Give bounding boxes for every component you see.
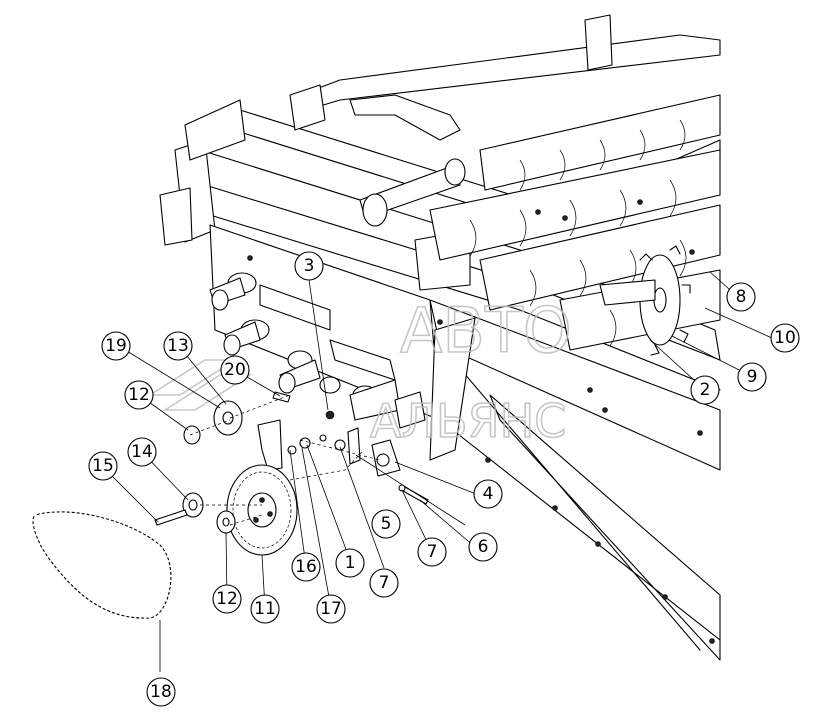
callout-9: 9 — [737, 362, 767, 392]
watermark-line1: АВТО — [400, 294, 572, 367]
svg-text:17: 17 — [320, 599, 342, 619]
callout-3: 3 — [294, 251, 324, 281]
svg-text:8: 8 — [736, 287, 747, 307]
svg-text:5: 5 — [381, 514, 392, 534]
drive-chain-18 — [32, 510, 172, 620]
callout-1: 1 — [335, 548, 365, 578]
callout-2: 2 — [690, 375, 720, 405]
svg-text:4: 4 — [483, 484, 494, 504]
callout-13: 13 — [163, 331, 193, 361]
svg-text:12: 12 — [216, 589, 238, 609]
callout-12a: 12 — [124, 380, 154, 410]
callout-15: 15 — [88, 451, 118, 481]
callouts: 3 8 10 9 2 4 5 6 7 7 1 17 16 11 12 18 15… — [88, 251, 800, 707]
svg-text:11: 11 — [254, 599, 276, 619]
callout-10: 10 — [770, 323, 800, 353]
callout-6: 6 — [468, 532, 498, 562]
callout-4: 4 — [473, 479, 503, 509]
exploded-parts — [32, 391, 429, 620]
callout-11: 11 — [250, 594, 280, 624]
callout-7b: 7 — [369, 568, 399, 598]
svg-text:20: 20 — [224, 360, 246, 380]
svg-text:1: 1 — [345, 553, 356, 573]
bolt-6 — [402, 486, 429, 505]
svg-text:10: 10 — [774, 328, 796, 348]
svg-text:3: 3 — [304, 256, 315, 276]
bearing-blocks — [209, 199, 715, 644]
svg-text:7: 7 — [379, 573, 390, 593]
callout-20: 20 — [220, 355, 250, 385]
callout-17: 17 — [316, 594, 346, 624]
washer-7 — [334, 439, 346, 451]
svg-text:6: 6 — [478, 537, 489, 557]
svg-text:14: 14 — [131, 442, 153, 462]
callout-7a: 7 — [417, 537, 447, 567]
svg-text:9: 9 — [747, 367, 758, 387]
watermark-line2: АЛЬЯНС — [370, 394, 566, 448]
sprocket-9 — [599, 245, 691, 356]
svg-text:7: 7 — [427, 542, 438, 562]
callout-19: 19 — [101, 331, 131, 361]
svg-text:12: 12 — [128, 385, 150, 405]
svg-text:13: 13 — [167, 336, 189, 356]
callout-18: 18 — [146, 677, 176, 707]
idler-sprocket-13 — [213, 400, 243, 436]
callout-12b: 12 — [212, 584, 242, 614]
callout-14: 14 — [127, 437, 157, 467]
watermark: АВТО АЛЬЯНС — [147, 293, 572, 449]
rollers — [349, 94, 721, 351]
svg-text:16: 16 — [295, 557, 317, 577]
callout-8: 8 — [726, 282, 756, 312]
svg-text:2: 2 — [700, 380, 711, 400]
callout-16: 16 — [291, 552, 321, 582]
tensioner-17 — [257, 419, 283, 471]
plate-5 — [347, 427, 361, 465]
callout-5: 5 — [371, 509, 401, 539]
svg-text:19: 19 — [105, 336, 127, 356]
svg-text:15: 15 — [92, 456, 114, 476]
big-sprocket-11 — [226, 464, 298, 556]
svg-text:18: 18 — [150, 682, 172, 702]
